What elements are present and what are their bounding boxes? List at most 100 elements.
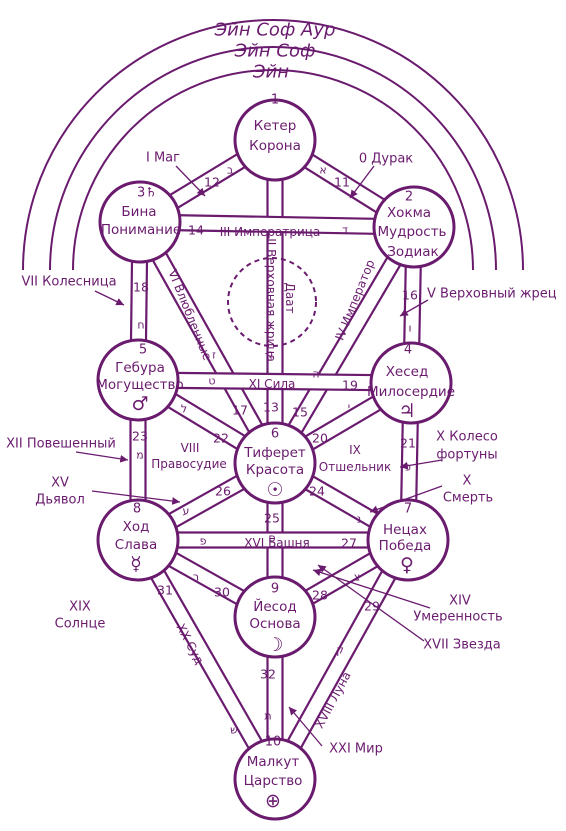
arc-1 <box>22 19 524 271</box>
path-number-32: 32 <box>260 667 276 682</box>
path-number-16: 16 <box>402 288 418 303</box>
planet-symbol-icon: ⊕ <box>265 790 281 812</box>
hebrew-letter-31: ש <box>230 724 238 737</box>
annotation-kolesnitsa: VII Колесница <box>21 275 125 306</box>
hebrew-letter-11: א <box>319 164 326 177</box>
planet-symbol-icon: ☿ <box>130 553 142 575</box>
annotation-text: 0 Дурак <box>359 152 413 167</box>
annotation-text: VII Колесница <box>21 275 116 290</box>
sefira-circle <box>369 341 453 425</box>
path-number-28: 28 <box>312 588 328 603</box>
sefira-circle <box>366 498 450 582</box>
hebrew-letter-24: נ <box>357 513 361 526</box>
path-number-14: 14 <box>188 223 204 238</box>
inner-label-viii: Правосудие <box>151 457 227 471</box>
sefira-circle <box>96 498 180 582</box>
leader-arrow-icon <box>75 451 129 463</box>
sefira-name: Нецах <box>383 522 427 538</box>
hebrew-letter-27: פ <box>200 535 207 548</box>
hebrew-letter-26: ע <box>183 505 190 518</box>
sefira-name: Хокма <box>387 205 431 221</box>
sefira-number: 8 <box>133 502 141 517</box>
sefira-meaning: Могущество <box>96 377 184 393</box>
inner-label-viii: VIII <box>181 441 200 455</box>
annotation-mag: I Маг <box>146 151 206 197</box>
hebrew-letter-25: ס <box>268 532 275 545</box>
planet-symbol-icon: ☉ <box>266 479 283 501</box>
annotation-text: Солнце <box>55 617 106 632</box>
sefira-meaning: Основа <box>249 616 300 632</box>
annotation-durak: 0 Дурак <box>349 152 413 199</box>
path-number-19: 19 <box>342 378 358 393</box>
inner-label-ix: IX <box>349 443 361 457</box>
hebrew-letter-23: מ <box>136 449 143 462</box>
hebrew-letter-32: ת <box>264 710 271 723</box>
path-number-22: 22 <box>213 431 229 446</box>
hebrew-letter-14: ד <box>342 224 348 237</box>
sefira-circle <box>98 180 182 264</box>
sefira-extra: Зодиак <box>387 244 438 260</box>
annotation-text: фортуны <box>436 448 497 463</box>
path-number-27: 27 <box>341 536 357 551</box>
hebrew-letter-30: ר <box>193 571 199 584</box>
path-number-11: 11 <box>334 175 350 190</box>
leader-arrow-icon <box>175 165 206 197</box>
sefira-meaning: Понимание <box>101 222 181 238</box>
sefira-meaning: Милосердие <box>367 384 455 400</box>
annotation-text: XXI Мир <box>329 742 383 757</box>
path-number-21: 21 <box>400 436 416 451</box>
daat-circle <box>227 257 317 347</box>
sefira-number: 1 <box>271 93 279 108</box>
sefira-circle <box>233 575 317 659</box>
arc-2 <box>49 46 497 271</box>
sefira-meaning: Слава <box>115 537 158 553</box>
arc-label-2: Эйн Соф <box>234 41 316 62</box>
sefira-number: 4 <box>404 343 412 358</box>
path-number-17: 17 <box>232 403 248 418</box>
annotation-text: X <box>463 474 472 489</box>
sefira-number: 10 <box>265 735 282 750</box>
annotation-mir: XXI Мир <box>288 706 383 757</box>
sefira-circle <box>96 338 180 422</box>
arcana-label-14: III Императрица <box>220 225 321 239</box>
path-number-31: 31 <box>157 583 173 598</box>
leader-arrow-icon <box>399 459 443 470</box>
sefira-meaning: Победа <box>379 538 432 554</box>
path-number-12: 12 <box>204 175 220 190</box>
sefira-meaning: Царство <box>244 773 303 789</box>
annotation-text: V Верховный жрец <box>427 287 557 302</box>
sefira-meaning: Корона <box>249 138 301 154</box>
sefira-circle <box>372 185 456 269</box>
leader-arrow-icon <box>317 564 425 642</box>
sefira-name: Кетер <box>254 118 297 134</box>
path-number-18: 18 <box>133 280 149 295</box>
daat-layer: Даат <box>227 257 317 347</box>
path-number-15: 15 <box>292 405 308 420</box>
sefira-number: 2 <box>405 190 413 205</box>
annotation-text: Дьявол <box>35 493 85 508</box>
arcana-label-17: VI Влюбленные <box>165 268 214 363</box>
sefira-number: 3♄ <box>137 186 157 201</box>
arc-label-1: Эйн Соф Аур <box>214 20 336 41</box>
annotation-text: X Колесо <box>436 430 498 445</box>
hebrew-letter-12: ב <box>227 164 233 177</box>
arc-label-3: Эйн <box>252 62 289 83</box>
path-number-30: 30 <box>214 585 230 600</box>
hebrew-letter-22: ל <box>181 403 187 416</box>
planet-symbol-icon: ☽ <box>266 634 283 656</box>
hebrew-letter-20: י <box>348 401 350 414</box>
sefira-number: 9 <box>271 582 279 597</box>
leader-arrow-icon <box>91 490 181 505</box>
hebrew-letter-29: ק <box>336 644 344 657</box>
sefira-number: 7 <box>404 502 412 517</box>
